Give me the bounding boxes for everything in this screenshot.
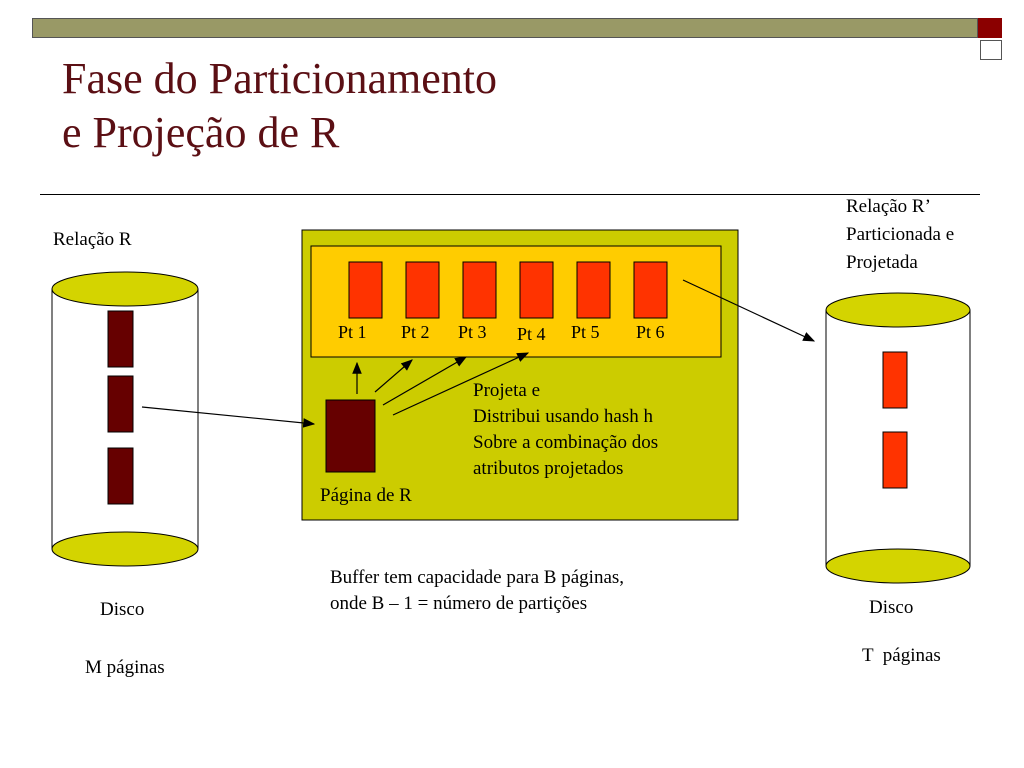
right-disk-bottom-cap	[825, 548, 971, 584]
page-of-r-block	[325, 399, 376, 473]
right-pages-label: T páginas	[862, 645, 941, 666]
left-disk-page-2	[107, 375, 134, 433]
arrow-disk-to-page	[141, 406, 316, 428]
right-relation-line-1: Relação R’	[846, 196, 931, 217]
title-line-2: e Projeção de R	[62, 108, 340, 157]
right-disk-partition-1	[882, 351, 908, 409]
right-relation-line-2: Particionada e	[846, 224, 955, 245]
right-disk-partition-2	[882, 431, 908, 489]
page-of-r-label: Página de R	[320, 485, 412, 506]
left-pages-label: M páginas	[85, 657, 165, 678]
buffer-caption-line-1: Buffer tem capacidade para B páginas,	[330, 567, 625, 588]
partition-block-6	[633, 261, 668, 319]
instruction-text: Projeta e Distribui usando hash h Sobre …	[473, 378, 658, 482]
left-disk-page-1	[107, 310, 134, 368]
partition-label-2: Pt 2	[401, 322, 430, 342]
left-relation-label: Relação R	[53, 229, 132, 250]
partition-block-1	[348, 261, 383, 319]
left-disk-top-cap	[51, 271, 199, 307]
partition-label-1: Pt 1	[338, 322, 367, 342]
arrow-buffer-to-right-disk	[682, 279, 816, 342]
partition-label-4: Pt 4	[517, 324, 546, 344]
partition-label-6: Pt 6	[636, 322, 665, 342]
instruction-line-2: Distribui usando hash h	[473, 406, 653, 427]
left-disk-label: Disco	[100, 599, 145, 620]
header-bar	[32, 18, 978, 38]
left-disk-page-3	[107, 447, 134, 505]
buffer-caption: Buffer tem capacidade para B páginas, on…	[330, 565, 624, 617]
partition-block-3	[462, 261, 497, 319]
arrow-page-to-pt3	[382, 356, 468, 406]
left-disk-cylinder	[51, 271, 199, 567]
arrow-page-to-pt4	[392, 352, 530, 416]
left-disk-bottom-cap	[51, 531, 199, 567]
right-disk-label: Disco	[869, 597, 914, 618]
partition-label-5: Pt 5	[571, 322, 600, 342]
partition-label-3: Pt 3	[458, 322, 487, 342]
page-title: Fase do Particionamento e Projeção de R	[62, 52, 497, 160]
instruction-line-3: Sobre a combinação dos	[473, 432, 659, 453]
instruction-line-1: Projeta e	[473, 380, 541, 401]
partition-block-2	[405, 261, 440, 319]
partition-block-4	[519, 261, 554, 319]
buffer-caption-line-2: onde B – 1 = número de partições	[330, 593, 588, 614]
title-divider	[40, 194, 980, 195]
title-line-1: Fase do Particionamento	[62, 54, 498, 103]
right-relation-label: Relação R’ Particionada e Projetada	[846, 193, 954, 277]
right-disk-top-cap	[825, 292, 971, 328]
right-relation-line-3: Projetada	[846, 252, 918, 273]
buffer-box	[301, 229, 739, 521]
header-accent-square	[978, 18, 1002, 38]
arrow-page-to-pt2	[374, 359, 413, 393]
partition-block-5	[576, 261, 611, 319]
right-disk-cylinder	[825, 292, 971, 584]
instruction-line-4: atributos projetados	[473, 458, 624, 479]
header-accent-outline	[980, 40, 1002, 60]
